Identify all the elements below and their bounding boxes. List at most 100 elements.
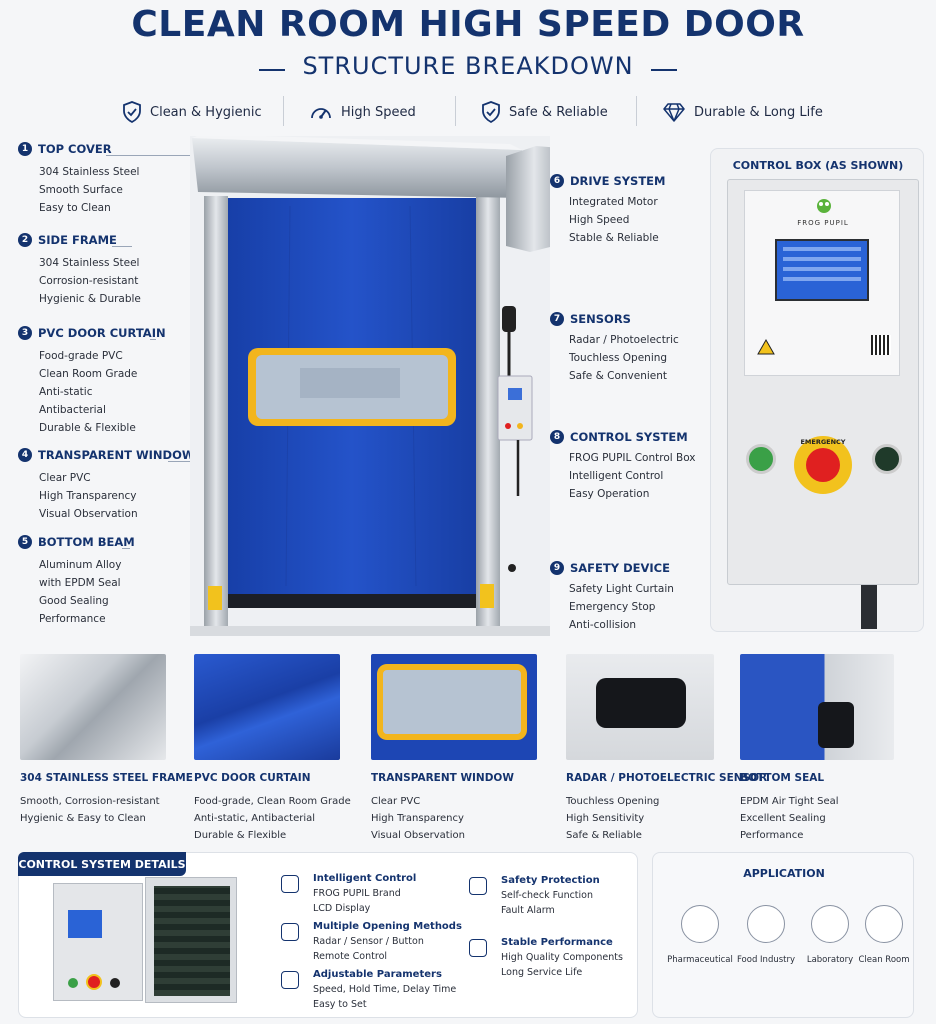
flask-icon — [811, 905, 849, 943]
label-line: Anti-static — [39, 386, 93, 398]
label-title: SAFETY DEVICE — [570, 561, 670, 575]
detail-title: TRANSPARENT WINDOW — [371, 772, 514, 784]
divider — [650, 68, 677, 71]
detail-line: Anti-static, Antibacterial — [194, 813, 316, 824]
detail-photo — [371, 654, 537, 760]
feature-clean: Clean & Hygienic — [122, 98, 262, 126]
detail-line: Food-grade, Clean Room Grade — [194, 796, 351, 807]
label-title: SENSORS — [570, 312, 631, 326]
detail-item-line: Remote Control — [313, 951, 388, 962]
label-line: Food-grade PVC — [39, 350, 123, 362]
detail-line: Durable & Flexible — [194, 830, 287, 841]
label-line: Performance — [39, 613, 106, 625]
label-title: BOTTOM BEAM — [38, 535, 135, 549]
emergency-stop-ring: EMERGENCY — [794, 436, 852, 494]
top-cover — [192, 138, 522, 198]
label-number: 5 — [18, 535, 32, 549]
label-number: 3 — [18, 326, 32, 340]
diamond-icon — [663, 103, 685, 122]
control-box-panel: CONTROL BOX (AS SHOWN) FROG PUPIL EMERGE… — [710, 148, 924, 632]
detail-line: Excellent Sealing — [740, 813, 826, 824]
subtitle-row: STRUCTURE BREAKDOWN — [0, 52, 936, 80]
label-line: Corrosion-resistant — [39, 275, 139, 287]
gear-check-icon — [469, 939, 487, 957]
qr-code — [871, 335, 891, 355]
label-line: Good Sealing — [39, 595, 109, 607]
application-label: Food Industry — [736, 955, 796, 965]
detail-item-line: Speed, Hold Time, Delay Time — [313, 984, 457, 995]
detail-item-line: Long Service Life — [501, 967, 583, 978]
door-illustration — [190, 134, 562, 636]
sensor — [502, 306, 516, 332]
dark-button[interactable] — [872, 444, 902, 474]
detail-title: BOTTOM SEAL — [740, 772, 825, 784]
safety-device — [508, 564, 516, 572]
detail-item-line: Radar / Sensor / Button — [313, 936, 424, 947]
logo-icon — [817, 199, 831, 213]
detail-line: Safe & Reliable — [566, 830, 642, 841]
application-label: Laboratory — [806, 955, 854, 965]
label-heading: 4 TRANSPARENT WINDOW — [18, 448, 195, 462]
label-title: PVC DOOR CURTAIN — [38, 326, 166, 340]
label-title: SIDE FRAME — [38, 233, 117, 247]
label-line: with EPDM Seal — [39, 577, 121, 589]
label-heading: 7 SENSORS — [550, 312, 631, 326]
control-box-front: FROG PUPIL — [744, 190, 900, 376]
detail-item-title: Safety Protection — [501, 875, 600, 886]
label-line: Safe & Convenient — [569, 370, 668, 382]
label-number: 1 — [18, 142, 32, 156]
leader-line — [168, 461, 190, 462]
label-line: Safety Light Curtain — [569, 583, 674, 595]
control-box-small — [497, 375, 533, 441]
label-line: Intelligent Control — [569, 470, 664, 482]
label-line: Radar / Photoelectric — [569, 334, 679, 346]
detail-item-line: FROG PUPIL Brand — [313, 888, 401, 899]
label-title: TRANSPARENT WINDOW — [38, 448, 195, 462]
detail-item-title: Stable Performance — [501, 937, 613, 948]
green-button[interactable] — [746, 444, 776, 474]
control-details-panel: CONTROL SYSTEM DETAILS Intelligent Contr… — [18, 852, 638, 1018]
emergency-stop-button[interactable] — [806, 448, 840, 482]
label-line: Clear PVC — [39, 472, 91, 484]
alarm-icon — [469, 877, 487, 895]
drive-system — [506, 146, 562, 252]
label-line: 304 Stainless Steel — [39, 166, 140, 178]
speedometer-icon — [311, 108, 331, 119]
label-line: Durable & Flexible — [39, 422, 136, 434]
feature-speed: High Speed — [309, 98, 416, 126]
detail-line: EPDM Air Tight Seal — [740, 796, 839, 807]
label-number: 4 — [18, 448, 32, 462]
detail-line: Performance — [740, 830, 804, 841]
feature-label: Durable & Long Life — [694, 104, 823, 120]
detail-line: Smooth, Corrosion-resistant — [20, 796, 160, 807]
label-line: Integrated Motor — [569, 196, 658, 208]
control-details-title: CONTROL SYSTEM DETAILS — [18, 852, 186, 876]
divider — [283, 96, 284, 126]
guard-block — [208, 586, 222, 610]
detail-item-line: Fault Alarm — [501, 905, 555, 916]
feature-safe: Safe & Reliable — [481, 98, 608, 126]
divider — [455, 96, 456, 126]
detail-line: Visual Observation — [371, 830, 465, 841]
lcd-screen — [775, 239, 869, 301]
label-heading: 3 PVC DOOR CURTAIN — [18, 326, 166, 340]
detail-item-line: Self-check Function — [501, 890, 594, 901]
detail-item-title: Intelligent Control — [313, 873, 417, 884]
detail-line: High Sensitivity — [566, 813, 645, 824]
label-line: 304 Stainless Steel — [39, 257, 140, 269]
label-line: Touchless Opening — [569, 352, 668, 364]
page-subtitle: STRUCTURE BREAKDOWN — [302, 52, 634, 80]
label-line: Stable & Reliable — [569, 232, 659, 244]
cable-gland — [861, 585, 877, 629]
label-number: 7 — [550, 312, 564, 326]
leader-line — [112, 246, 132, 247]
detail-line: High Transparency — [371, 813, 464, 824]
control-box-body: FROG PUPIL EMERGENCY — [727, 179, 919, 585]
label-line: Smooth Surface — [39, 184, 123, 196]
label-title: TOP COVER — [38, 142, 112, 156]
detail-photo — [740, 654, 894, 760]
